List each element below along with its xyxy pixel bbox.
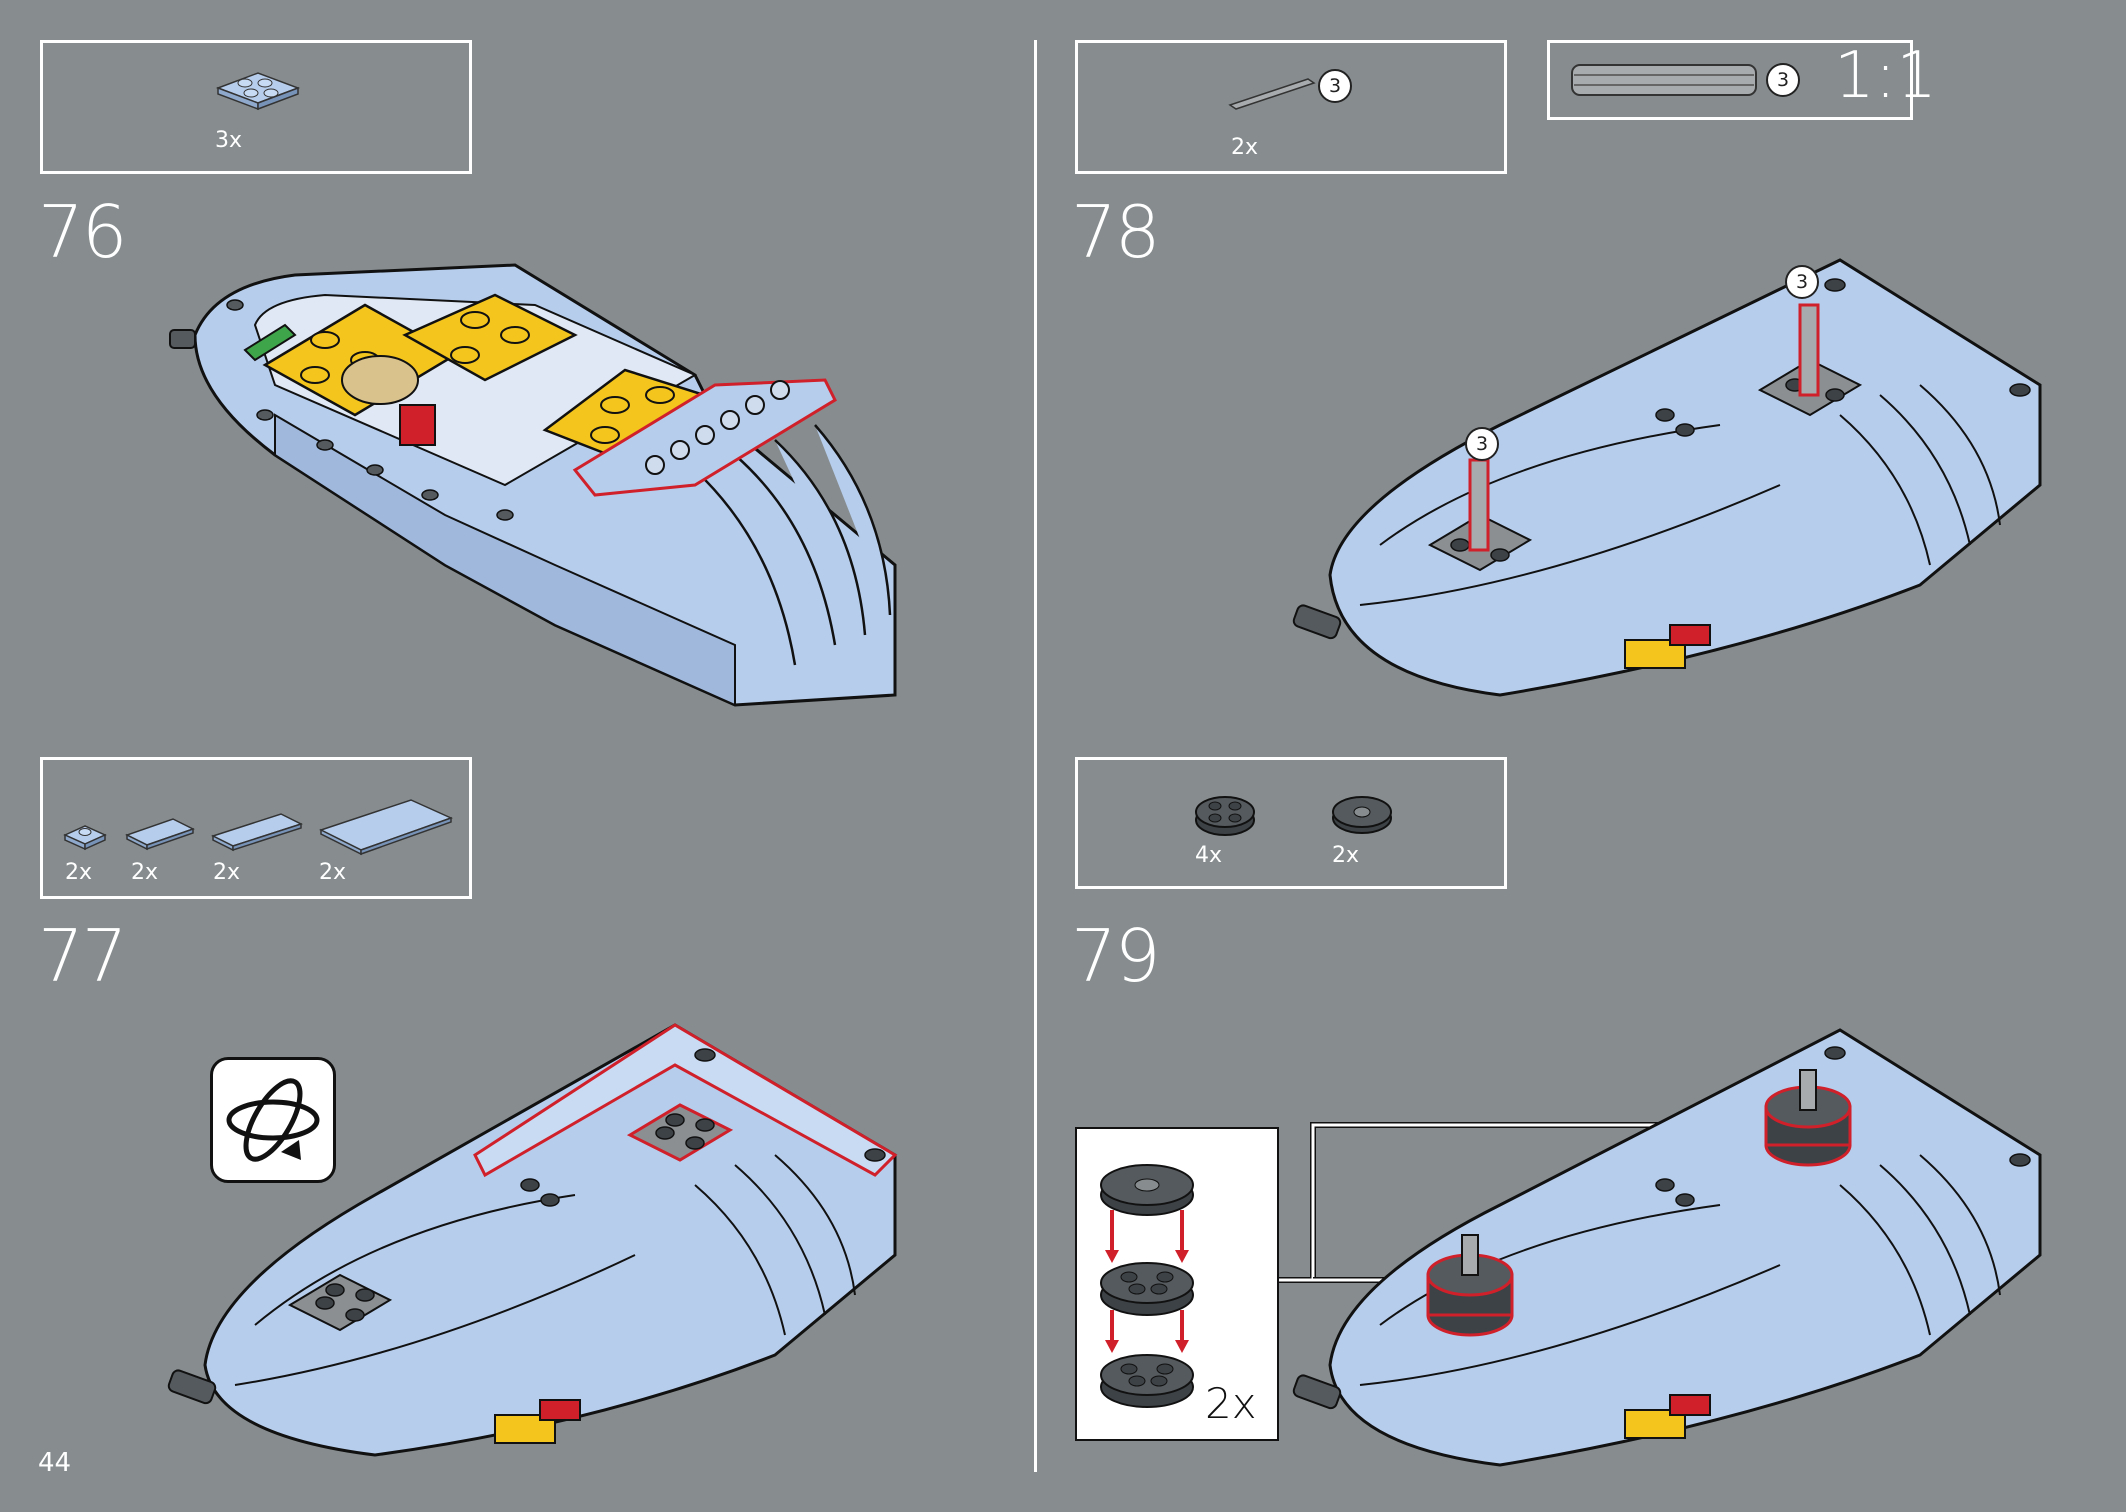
parts-list-step-76: 3x <box>40 40 472 174</box>
scale-label: 1:1 <box>1834 39 1937 113</box>
step-number-76: 76 <box>38 190 128 274</box>
part-qty: 2x <box>213 860 241 885</box>
axle-scale-icon <box>1571 64 1757 96</box>
page-number: 44 <box>38 1448 72 1478</box>
part-qty: 3x <box>215 128 243 153</box>
scale-guide: 3 1:1 <box>1547 39 1937 120</box>
axle-length-callout: 3 <box>1318 69 1352 103</box>
model-step-76 <box>169 263 897 707</box>
light-blue-tile-1x2-icon <box>125 818 195 851</box>
dark-gray-round-plate-icon <box>1195 796 1255 836</box>
round-parts-stack-icon <box>1100 1164 1194 1408</box>
part-qty: 2x <box>131 860 159 885</box>
gray-axle-icon <box>1228 78 1316 110</box>
page-divider <box>1034 40 1037 1472</box>
light-blue-plate-icon <box>215 72 301 111</box>
light-blue-tile-1x3-icon <box>211 813 303 852</box>
parts-list-step-78: 3 2x <box>1075 40 1507 174</box>
dark-gray-round-tile-icon <box>1332 796 1392 834</box>
subassembly-panel: 2x <box>1075 1127 1279 1441</box>
light-blue-plate-1x1-icon <box>63 825 107 851</box>
part-qty: 2x <box>319 860 347 885</box>
part-qty: 4x <box>1195 843 1223 868</box>
subassembly-qty: 2x <box>1205 1379 1257 1428</box>
axle-length-callout: 3 <box>1465 427 1499 461</box>
step-number-79: 79 <box>1071 914 1161 998</box>
parts-list-step-79: 4x 2x <box>1075 757 1507 889</box>
light-blue-tile-2x4-icon <box>319 799 454 856</box>
model-step-77 <box>167 1023 898 1457</box>
part-qty: 2x <box>65 860 93 885</box>
model-step-79 <box>1292 1028 2042 1467</box>
part-qty: 2x <box>1231 135 1259 160</box>
part-qty: 2x <box>1332 843 1360 868</box>
step-number-78: 78 <box>1071 190 1161 274</box>
step-number-77: 77 <box>38 914 128 998</box>
parts-list-step-77: 2x 2x 2x 2x <box>40 757 472 899</box>
model-step-78 <box>1292 258 2042 697</box>
scale-callout: 3 <box>1766 63 1800 97</box>
axle-length-callout: 3 <box>1785 265 1819 299</box>
rotate-model-icon <box>210 1057 336 1183</box>
